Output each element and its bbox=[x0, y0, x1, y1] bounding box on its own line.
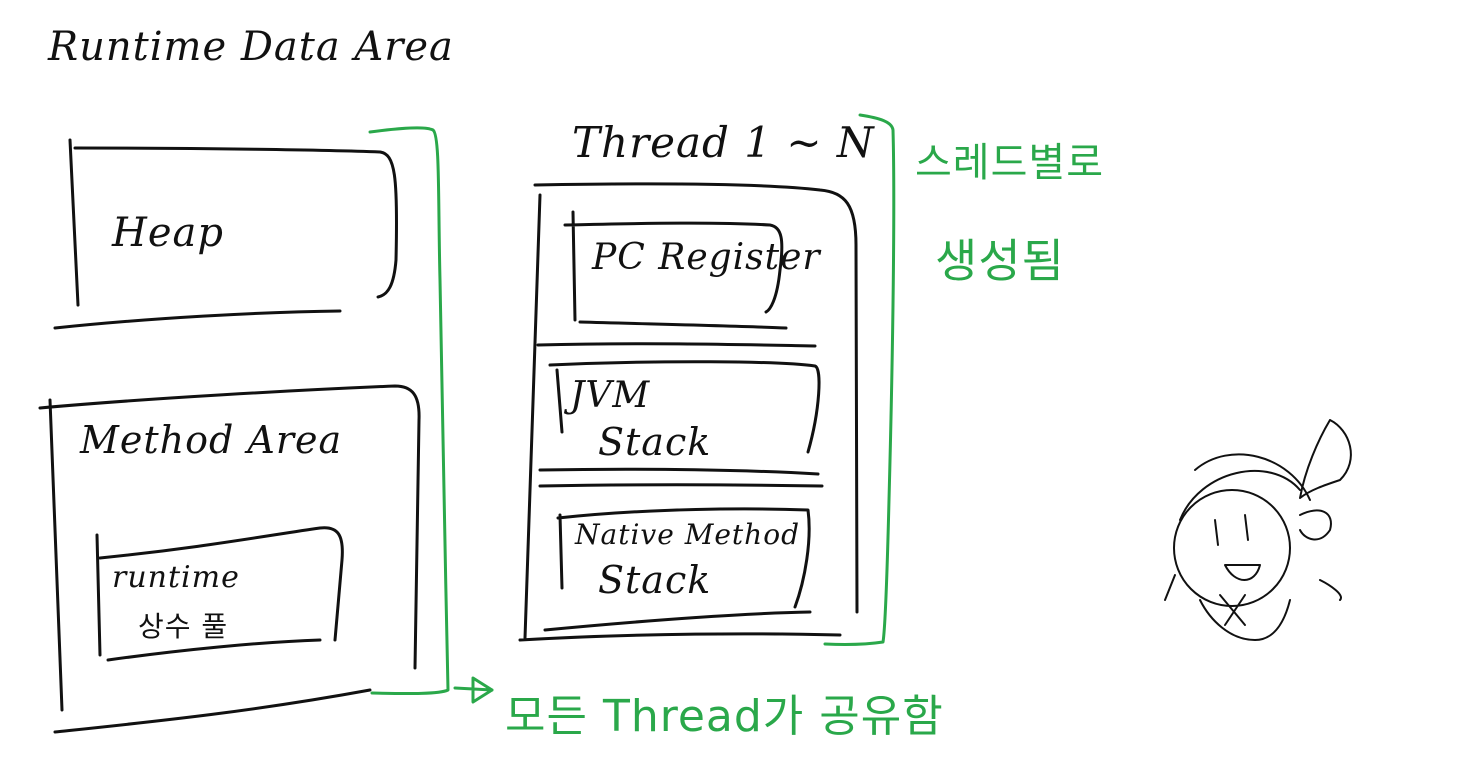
heap-label: Heap bbox=[112, 210, 225, 256]
jvm-stack-label: JVM bbox=[570, 375, 651, 416]
native-method-stack-label-2: Stack bbox=[598, 558, 712, 602]
shared-bracket bbox=[368, 126, 450, 696]
doodle-character-icon bbox=[1164, 419, 1352, 641]
per-thread-note-1: 스레드별로 bbox=[915, 140, 1104, 186]
native-method-stack-box bbox=[538, 483, 824, 632]
heap-box bbox=[53, 138, 399, 330]
pc-register-label: PC Register bbox=[592, 237, 821, 278]
method-area-box bbox=[38, 384, 421, 734]
page-title: Runtime Data Area bbox=[48, 24, 454, 70]
runtime-pool-label-ko: 상수 풀 bbox=[138, 610, 229, 643]
jvm-stack-box bbox=[536, 342, 821, 476]
native-method-stack-label: Native Method bbox=[575, 518, 800, 551]
runtime-pool-label: runtime bbox=[112, 560, 240, 595]
thread-bracket bbox=[823, 113, 896, 646]
shared-arrow-icon bbox=[453, 676, 494, 704]
shared-note: 모든 Thread가 공유함 bbox=[505, 691, 944, 742]
per-thread-note-2: 생성됨 bbox=[935, 234, 1065, 288]
jvm-stack-label-2: Stack bbox=[598, 420, 712, 464]
thread-header: Thread 1 ~ N bbox=[572, 118, 875, 167]
thread-stack-box bbox=[518, 182, 859, 642]
method-area-label: Method Area bbox=[80, 418, 343, 462]
pc-register-box bbox=[563, 210, 788, 330]
runtime-pool-box bbox=[95, 526, 344, 662]
